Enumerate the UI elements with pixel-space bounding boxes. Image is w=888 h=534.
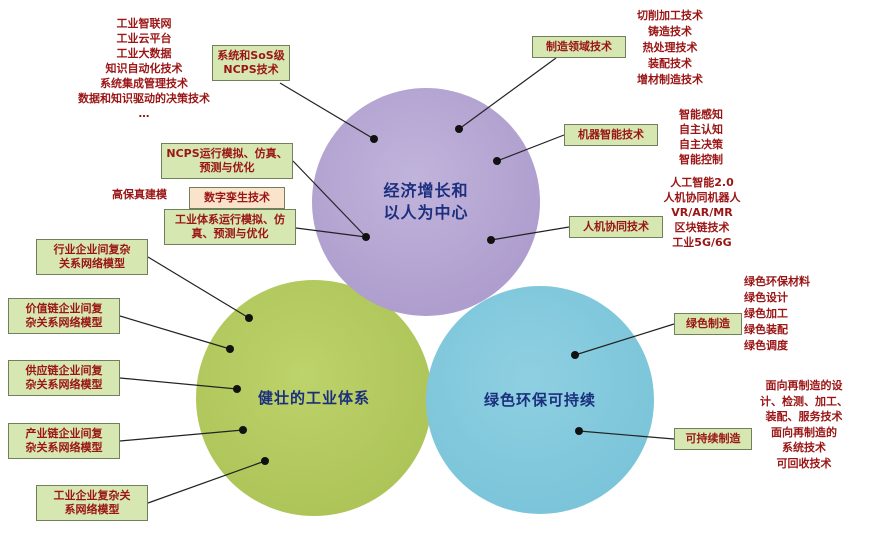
list-item: 智能控制 <box>679 153 723 166</box>
label-box-ncps-simulation: NCPS运行模拟、仿真、 预测与优化 <box>161 143 293 179</box>
label-box-manufacturing-domain: 制造领域技术 <box>532 36 626 58</box>
circle-robust-industrial-system: 健壮的工业体系 <box>196 280 432 516</box>
list-item: 知识自动化技术 <box>105 62 183 75</box>
label-box-green-manufacturing: 绿色制造 <box>674 313 742 335</box>
label-box-industry-system-simulation: 工业体系运行模拟、仿 真、预测与优化 <box>164 209 296 245</box>
list-ai-collaboration-tech: 人工智能2.0 人机协同机器人 VR/AR/MR 区块链技术工业5G/6G <box>650 175 754 250</box>
circle-label-green-sustainable: 绿色环保可持续 <box>483 391 596 409</box>
label-box-sos-cps: 系统和SoS级 NCPS技术 <box>212 45 290 81</box>
list-item: VR/AR/MR <box>671 206 733 219</box>
list-item: … <box>138 107 150 120</box>
circle-label-economic-growth: 经济增长和 以人为中心 <box>383 181 469 222</box>
circle-label-robust-industrial-system: 健壮的工业体系 <box>257 389 370 407</box>
list-item: 工业云平台 <box>116 32 172 45</box>
list-item: 绿色装配 <box>744 323 788 336</box>
label-box-supply-chain-model: 供应链企业间复 杂关系网络模型 <box>8 360 120 396</box>
list-item: 增材制造技术 <box>637 73 703 86</box>
list-item: 绿色加工 <box>744 307 788 320</box>
list-item: 绿色设计 <box>744 291 788 304</box>
list-item: 可回收技术 <box>776 456 832 470</box>
label-box-machine-intelligence: 机器智能技术 <box>564 124 658 146</box>
list-item: 绿色调度 <box>744 339 788 352</box>
list-item: 区块链技术 <box>674 221 730 234</box>
list-item: 工业智联网 <box>116 17 172 30</box>
list-item: 数据和知识驱动的决策技术 <box>78 92 210 105</box>
list-item: 绿色环保材料 <box>744 275 810 288</box>
list-item: 面向再制造的 系统技术 <box>771 425 837 455</box>
list-item: 智能感知 <box>679 108 723 121</box>
list-item: 人机协同机器人 <box>663 191 741 204</box>
list-item: 热处理技术 <box>642 41 698 54</box>
list-item: 装配技术 <box>648 57 692 70</box>
label-box-human-machine-collab: 人机协同技术 <box>569 216 663 238</box>
list-machine-intelligence-tech: 智能感知自主认知自主决策智能控制 <box>658 107 744 167</box>
list-remanufacturing-tech: 面向再制造的设 计、检测、加工、 装配、服务技术面向再制造的 系统技术可回收技术 <box>752 378 856 471</box>
list-item: 面向再制造的设 计、检测、加工、 装配、服务技术 <box>760 379 848 423</box>
list-item: 工业5G/6G <box>672 236 732 249</box>
list-item: 工业大数据 <box>116 47 172 60</box>
list-green-tech: 绿色环保材料绿色设计绿色加工绿色装配绿色调度 <box>744 274 836 354</box>
list-item: 铸造技术 <box>648 25 692 38</box>
label-box-industry-network-model: 行业企业间复杂 关系网络模型 <box>36 239 148 275</box>
list-item: 人工智能2.0 <box>670 176 734 189</box>
label-box-value-chain-model: 价值链企业间复 杂关系网络模型 <box>8 298 120 334</box>
label-box-digital-twin: 数字孪生技术 <box>189 187 285 209</box>
label-box-sustainable-manufacturing: 可持续制造 <box>674 428 752 450</box>
list-item: 自主决策 <box>679 138 723 151</box>
list-machining-tech: 切削加工技术铸造技术热处理技术装配技术增材制造技术 <box>618 8 722 88</box>
list-item: 切削加工技术 <box>637 9 703 22</box>
list-item: 系统集成管理技术 <box>100 77 188 90</box>
circle-green-sustainable: 绿色环保可持续 <box>426 286 654 514</box>
label-high-fidelity-modeling: 高保真建模 <box>112 188 167 201</box>
list-industrial-internet-tech: 工业智联网工业云平台工业大数据知识自动化技术系统集成管理技术数据和知识驱动的决策… <box>55 16 233 121</box>
label-box-industrial-chain-model: 产业链企业间复 杂关系网络模型 <box>8 423 120 459</box>
label-box-enterprise-network-model: 工业企业复杂关 系网络模型 <box>36 485 148 521</box>
list-item: 自主认知 <box>679 123 723 136</box>
circle-economic-growth: 经济增长和 以人为中心 <box>312 88 540 316</box>
